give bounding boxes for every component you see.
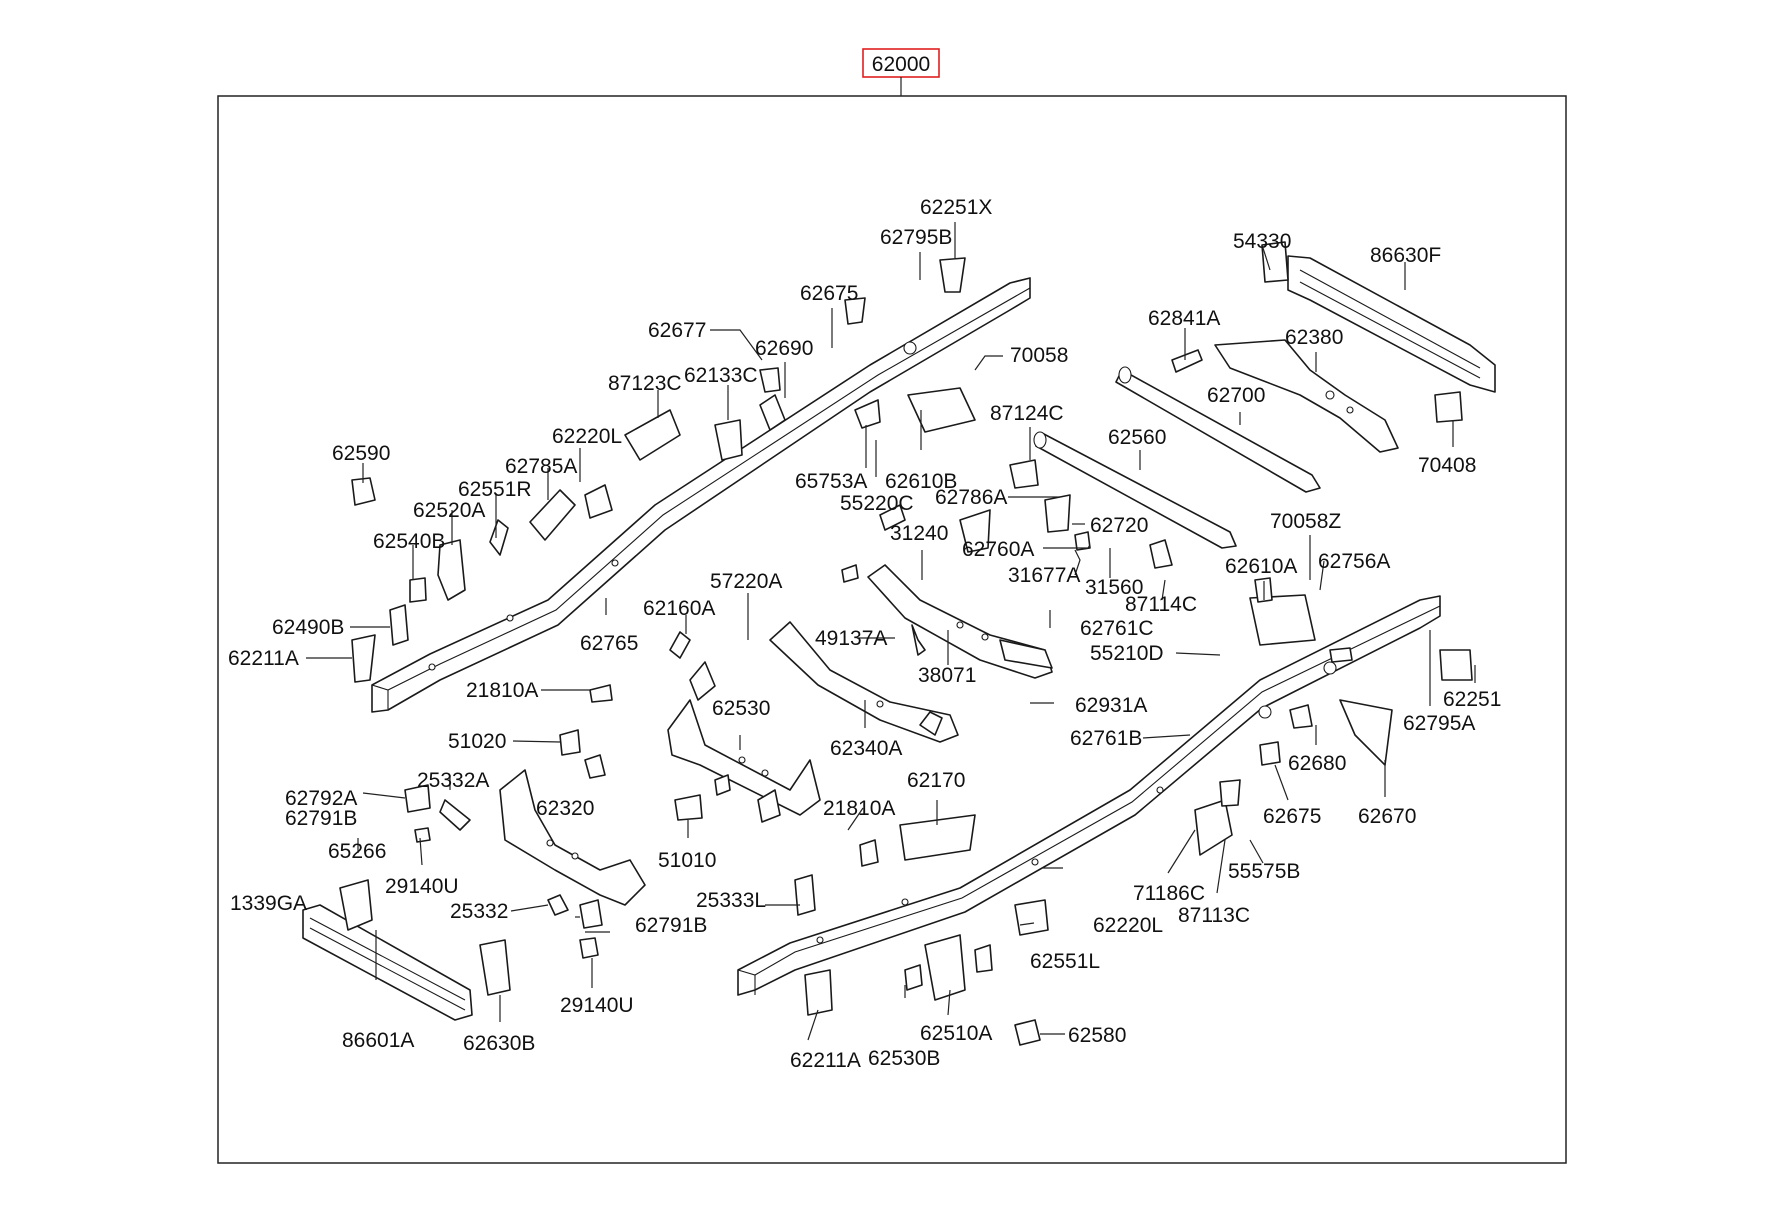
part-label-31560[interactable]: 31560 bbox=[1085, 576, 1143, 599]
part-label-87113c[interactable]: 87113C bbox=[1178, 904, 1250, 927]
part-label-62720[interactable]: 62720 bbox=[1090, 514, 1148, 537]
part-label-62540b[interactable]: 62540B bbox=[373, 530, 445, 553]
part-label-62786a[interactable]: 62786A bbox=[935, 486, 1007, 509]
part-label-87114c[interactable]: 87114C bbox=[1125, 593, 1197, 616]
part-label-55220c[interactable]: 55220C bbox=[840, 492, 914, 515]
part-label-62490b[interactable]: 62490B bbox=[272, 616, 344, 639]
part-label-62792a[interactable]: 62792A bbox=[285, 787, 357, 810]
part-label-86630f[interactable]: 86630F bbox=[1370, 244, 1441, 267]
part-label-62677[interactable]: 62677 bbox=[648, 319, 706, 342]
part-label-62551l[interactable]: 62551L bbox=[1030, 950, 1100, 973]
part-label-70408[interactable]: 70408 bbox=[1418, 454, 1476, 477]
front-crossmember bbox=[499, 769, 646, 906]
part-label-62791b[interactable]: 62791B bbox=[285, 807, 357, 830]
part-label-62795a[interactable]: 62795A bbox=[1403, 712, 1475, 735]
part-label-62530[interactable]: 62530 bbox=[712, 697, 770, 720]
part-label-62791b-2[interactable]: 62791B bbox=[635, 914, 707, 937]
part-label-62756a[interactable]: 62756A bbox=[1318, 550, 1390, 573]
part-label-65753a[interactable]: 65753A bbox=[795, 470, 867, 493]
part-label-62510a[interactable]: 62510A bbox=[920, 1022, 992, 1045]
part-label-87124c[interactable]: 87124C bbox=[990, 402, 1064, 425]
part-label-62680[interactable]: 62680 bbox=[1288, 752, 1346, 775]
crossmember-62340a bbox=[769, 621, 959, 743]
part-label-55575b[interactable]: 55575B bbox=[1228, 860, 1300, 883]
part-label-1339ga[interactable]: 1339GA bbox=[230, 892, 307, 915]
assembly-code[interactable]: 62000 bbox=[872, 53, 930, 76]
part-label-71186c[interactable]: 71186C bbox=[1133, 882, 1205, 905]
part-label-38071[interactable]: 38071 bbox=[918, 664, 976, 687]
part-label-62590[interactable]: 62590 bbox=[332, 442, 390, 465]
part-label-62580[interactable]: 62580 bbox=[1068, 1024, 1126, 1047]
part-label-62220l[interactable]: 62220L bbox=[552, 425, 622, 448]
part-label-21810a[interactable]: 21810A bbox=[466, 679, 538, 702]
rear-cross-tube bbox=[1115, 366, 1321, 493]
part-label-62675[interactable]: 62675 bbox=[800, 282, 858, 305]
part-label-62320[interactable]: 62320 bbox=[536, 797, 594, 820]
part-label-29140u[interactable]: 29140U bbox=[385, 875, 459, 898]
part-label-87123c[interactable]: 87123C bbox=[608, 372, 682, 395]
cross-tube bbox=[1033, 431, 1237, 549]
part-label-62760a[interactable]: 62760A bbox=[962, 538, 1034, 561]
part-label-51010[interactable]: 51010 bbox=[658, 849, 716, 872]
part-label-62133c[interactable]: 62133C bbox=[684, 364, 758, 387]
part-label-62931a[interactable]: 62931A bbox=[1075, 694, 1147, 717]
bracket-parts bbox=[339, 241, 1473, 1046]
part-label-54330[interactable]: 54330 bbox=[1233, 230, 1291, 253]
part-label-62211a[interactable]: 62211A bbox=[228, 647, 299, 670]
right-frame-rail bbox=[737, 595, 1441, 996]
part-label-70058[interactable]: 70058 bbox=[1010, 344, 1068, 367]
part-label-62220l-2[interactable]: 62220L bbox=[1093, 914, 1163, 937]
front-bumper-beam bbox=[302, 904, 473, 1021]
part-label-62761c[interactable]: 62761C bbox=[1080, 617, 1154, 640]
part-label-70058z[interactable]: 70058Z bbox=[1270, 510, 1341, 533]
part-label-62160a[interactable]: 62160A bbox=[643, 597, 715, 620]
rear-bumper-beam bbox=[1287, 255, 1496, 393]
part-label-62610a[interactable]: 62610A bbox=[1225, 555, 1297, 578]
part-label-55210d[interactable]: 55210D bbox=[1090, 642, 1164, 665]
part-label-62690[interactable]: 62690 bbox=[755, 337, 813, 360]
part-label-86601a[interactable]: 86601A bbox=[342, 1029, 414, 1052]
part-label-62610b[interactable]: 62610B bbox=[885, 470, 957, 493]
part-label-49137a[interactable]: 49137A bbox=[815, 627, 887, 650]
diagram-border bbox=[217, 95, 1567, 1164]
part-label-62630b[interactable]: 62630B bbox=[463, 1032, 535, 1055]
part-label-62795b[interactable]: 62795B bbox=[880, 226, 952, 249]
part-label-62765[interactable]: 62765 bbox=[580, 632, 638, 655]
part-label-62251x[interactable]: 62251X bbox=[920, 196, 992, 219]
part-label-62675-2[interactable]: 62675 bbox=[1263, 805, 1321, 828]
part-label-62380[interactable]: 62380 bbox=[1285, 326, 1343, 349]
part-label-65266[interactable]: 65266 bbox=[328, 840, 386, 863]
part-label-62170[interactable]: 62170 bbox=[907, 769, 965, 792]
part-label-62700[interactable]: 62700 bbox=[1207, 384, 1265, 407]
part-label-51020[interactable]: 51020 bbox=[448, 730, 506, 753]
leader-lines bbox=[306, 222, 1476, 1041]
part-label-62530b[interactable]: 62530B bbox=[868, 1047, 940, 1070]
crossmember-62530 bbox=[667, 699, 821, 816]
part-label-62560[interactable]: 62560 bbox=[1108, 426, 1166, 449]
part-label-62211a-2[interactable]: 62211A bbox=[790, 1049, 861, 1072]
part-label-62841a[interactable]: 62841A bbox=[1148, 307, 1220, 330]
part-label-25333l[interactable]: 25333L bbox=[696, 889, 766, 912]
part-label-25332a[interactable]: 25332A bbox=[417, 769, 489, 792]
part-drawings bbox=[302, 241, 1496, 1046]
part-label-31677a[interactable]: 31677A bbox=[1008, 564, 1080, 587]
part-label-62251[interactable]: 62251 bbox=[1443, 688, 1501, 711]
part-label-62520a[interactable]: 62520A bbox=[413, 499, 485, 522]
part-label-62785a[interactable]: 62785A bbox=[505, 455, 577, 478]
part-label-31240[interactable]: 31240 bbox=[890, 522, 948, 545]
part-label-62340a[interactable]: 62340A bbox=[830, 737, 902, 760]
part-label-62551r[interactable]: 62551R bbox=[458, 478, 532, 501]
part-label-62761b[interactable]: 62761B bbox=[1070, 727, 1142, 750]
part-label-21810a-2[interactable]: 21810A bbox=[823, 797, 895, 820]
part-label-62670[interactable]: 62670 bbox=[1358, 805, 1416, 828]
part-labels: 62251X 62795B 62675 62677 62690 87123C 6… bbox=[228, 196, 1501, 1072]
part-label-25332[interactable]: 25332 bbox=[450, 900, 508, 923]
part-label-29140u-2[interactable]: 29140U bbox=[560, 994, 634, 1017]
rear-crossmember bbox=[1214, 339, 1399, 453]
part-label-57220a[interactable]: 57220A bbox=[710, 570, 782, 593]
